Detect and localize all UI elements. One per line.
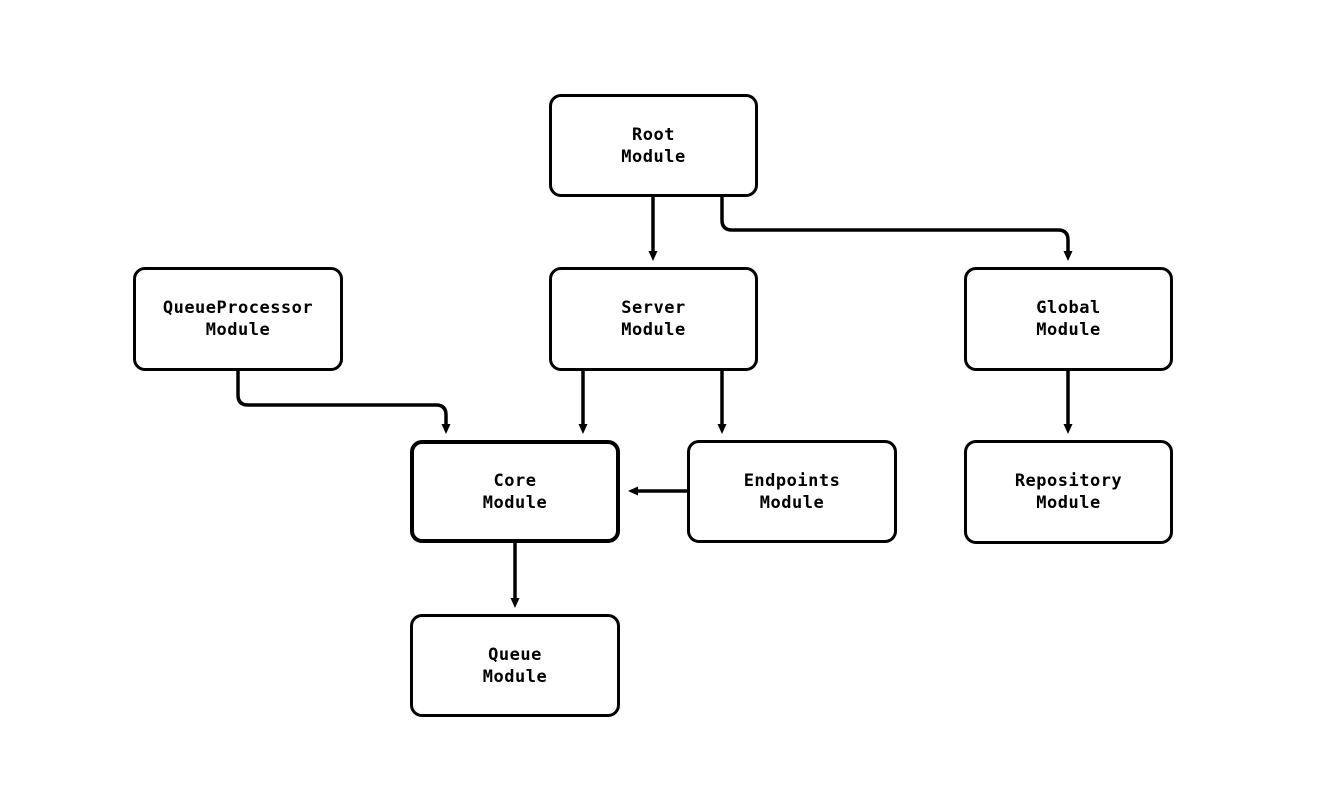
node-label-secondary: Module xyxy=(759,492,825,513)
node-label-secondary: Module xyxy=(621,320,686,340)
node-label-secondary: Module xyxy=(482,492,548,513)
edge-group xyxy=(236,197,1073,608)
node-label-secondary: Module xyxy=(205,320,271,340)
node-label-primary: Server xyxy=(621,298,686,318)
node-label-primary: Root xyxy=(632,124,675,145)
node-label-secondary: Module xyxy=(1036,320,1101,340)
node-label-secondary: Module xyxy=(482,666,548,687)
edge-queueprocessor-to-core xyxy=(236,371,451,434)
node-label-primary: Repository xyxy=(1014,471,1123,491)
node-label-secondary: Module xyxy=(621,146,686,167)
node-label-primary: Endpoints xyxy=(743,470,841,491)
node-label-primary: Global xyxy=(1036,298,1101,318)
node-label-primary: Core xyxy=(493,470,537,491)
node-label-primary: QueueProcessor xyxy=(162,298,314,318)
edge-root-to-global xyxy=(720,197,1073,261)
node-label-primary: Queue xyxy=(488,644,542,665)
node-label-secondary: Module xyxy=(1036,493,1101,513)
